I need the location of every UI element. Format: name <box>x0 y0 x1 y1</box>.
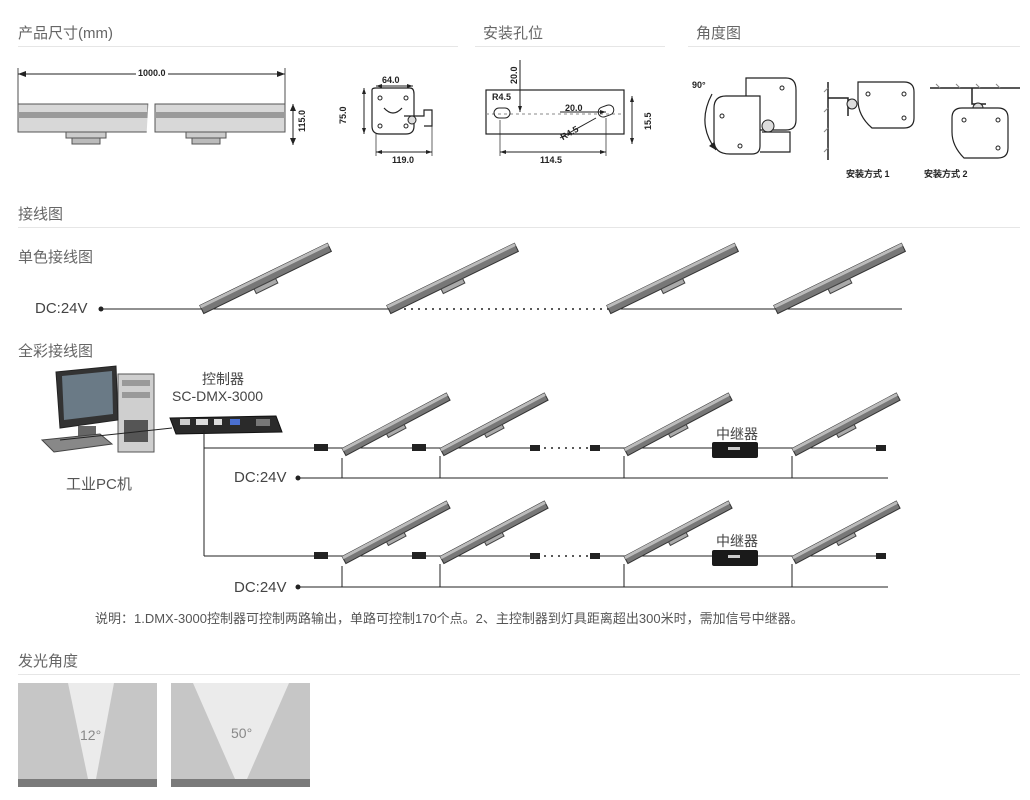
mono-lamp-3 <box>606 242 740 315</box>
controller-model-label: SC-DMX-3000 <box>172 388 264 404</box>
dc-line2-label: DC:24V <box>234 579 287 596</box>
rgb-lamp-row1-4 <box>791 392 901 457</box>
beam-wide-label: 50° <box>231 725 253 741</box>
beam-narrow-cone <box>18 683 157 787</box>
rgb-lamp-row2-3 <box>623 500 733 565</box>
rgb-wiring-diagram <box>59 392 901 590</box>
divider-dimensions <box>18 46 458 47</box>
industrial-pc-illustration <box>40 365 155 453</box>
divider-beam-angle <box>18 674 1020 675</box>
hole-radius-left-label: R4.5 <box>492 92 512 102</box>
controller-device <box>169 415 283 435</box>
dim-side-height-label: 75.0 <box>338 106 348 124</box>
mono-wiring-diagram <box>98 242 907 315</box>
controller-name-label: 控制器 <box>202 371 244 387</box>
hole-slot-label: 20.0 <box>565 103 583 113</box>
rgb-lamp-row1-1 <box>341 392 451 457</box>
section-title-rgb-wiring: 全彩接线图 <box>18 343 94 360</box>
mounting-hole-drawing <box>485 60 634 156</box>
mono-lamp-4 <box>773 242 907 315</box>
divider-angle-diagram <box>688 46 1020 47</box>
beam-angle-wide-panel: 50° <box>171 683 310 787</box>
hole-height-label: 15.5 <box>643 112 653 130</box>
mono-lamp-1 <box>199 242 333 315</box>
angle-rotation-drawing <box>704 77 797 155</box>
product-side-view <box>362 84 433 156</box>
rgb-lamp-row1-2 <box>439 392 549 457</box>
installation-method-1-label: 安装方式 1 <box>846 169 890 179</box>
beam-wide-cone <box>171 683 310 787</box>
hole-span-label: 114.5 <box>540 155 563 165</box>
angle-rotation-label: 90° <box>692 80 706 90</box>
wiring-note: 说明：1.DMX-3000控制器可控制两路输出，单路可控制170个点。2、主控制… <box>95 611 804 626</box>
repeater-label-2: 中继器 <box>716 533 758 549</box>
section-title-mounting-holes: 安装孔位 <box>483 25 544 42</box>
section-title-wiring: 接线图 <box>18 206 64 223</box>
section-title-angle-diagram: 角度图 <box>696 25 742 42</box>
section-title-dimensions: 产品尺寸(mm) <box>18 25 113 42</box>
repeater-label-1: 中继器 <box>716 426 758 442</box>
installation-method-2-drawing <box>930 83 1020 159</box>
dim-length-label: 1000.0 <box>136 68 168 78</box>
rgb-lamp-row1-3 <box>623 392 733 457</box>
rgb-lamp-row2-1 <box>341 500 451 565</box>
hole-vertical-label: 20.0 <box>509 66 519 84</box>
dim-height-label: 115.0 <box>297 109 307 132</box>
product-front-view <box>17 68 296 145</box>
dc-mono-label: DC:24V <box>35 300 88 317</box>
pc-label: 工业PC机 <box>66 476 132 493</box>
rgb-lamp-row2-2 <box>439 500 549 565</box>
beam-angle-narrow-panel: 12° <box>18 683 157 787</box>
mono-lamp-2 <box>386 242 520 315</box>
dc-line1-label: DC:24V <box>234 469 287 486</box>
installation-method-2-label: 安装方式 2 <box>924 169 968 179</box>
installation-method-1-drawing <box>823 81 915 160</box>
rgb-lamp-row2-4 <box>791 500 901 565</box>
dim-side-top-label: 64.0 <box>382 75 400 85</box>
beam-narrow-label: 12° <box>80 727 102 743</box>
divider-mounting-holes <box>475 46 665 47</box>
section-title-beam-angle: 发光角度 <box>18 653 79 670</box>
dim-side-bottom-label: 119.0 <box>392 155 415 165</box>
section-title-mono-wiring: 单色接线图 <box>18 249 94 266</box>
divider-wiring <box>18 227 1020 228</box>
